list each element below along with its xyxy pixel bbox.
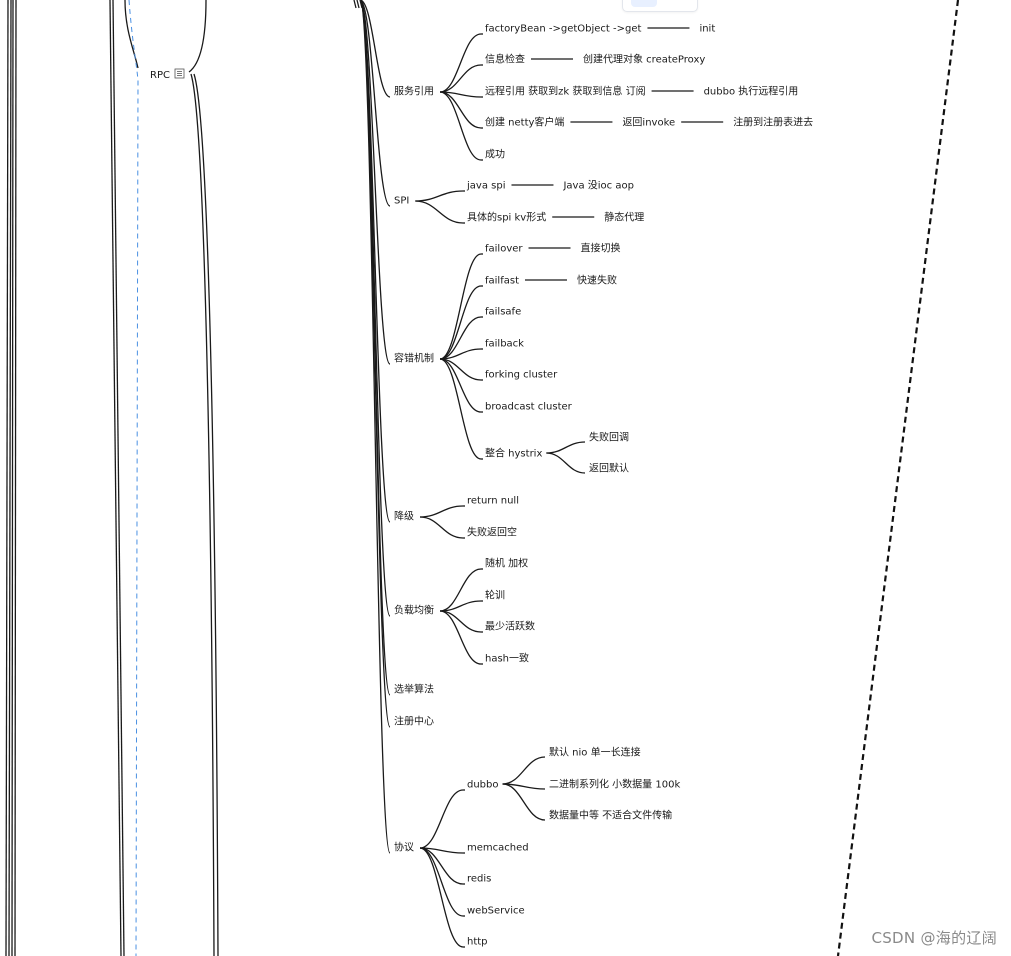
node-protocol-2[interactable]: redis [467,874,491,885]
chain-node-service-ref-0-0[interactable]: init [699,24,715,35]
branch-degrade[interactable]: 降级 [394,510,414,523]
trunk-edge-fault-tolerance [359,0,391,365]
edge-load-balance-1 [439,600,482,612]
edge-protocol-2 [419,847,464,885]
sub-node-fault-tolerance-6-0[interactable]: 失败回调 [589,431,629,444]
node-fault-tolerance-5[interactable]: broadcast cluster [485,402,573,413]
branch-load-balance[interactable]: 负载均衡 [394,604,434,617]
chain-node-spi-1-0[interactable]: 静态代理 [604,211,644,224]
node-spi-0[interactable]: java spi [466,181,505,192]
node-fault-tolerance-4[interactable]: forking cluster [485,370,558,381]
edge-service-ref-1 [439,64,482,93]
edge-load-balance-2 [439,610,482,633]
share-icon: ⚬ [639,0,647,1]
edge-service-ref-0 [439,33,482,93]
edge-fault-tolerance-5 [439,358,482,413]
csdn-watermark: CSDN @海的辽阔 [871,929,997,947]
node-service-ref-1[interactable]: 信息检查 [485,53,525,66]
edge-protocol-4 [419,847,464,948]
edge-degrade-1 [419,516,464,539]
rpc-node-label[interactable]: RPC [150,70,170,81]
edge-fault-tolerance-0 [439,253,482,360]
branch-edges [359,0,391,854]
sub-edge-fault-tolerance-6-0 [546,441,586,454]
node-load-balance-1[interactable]: 轮训 [485,589,505,602]
node-service-ref-3[interactable]: 创建 netty客户端 [485,116,564,129]
edge-load-balance-3 [439,610,482,665]
node-degrade-0[interactable]: return null [467,496,519,507]
edge-protocol-0 [419,789,464,849]
edge-load-balance-0 [439,568,482,612]
node-service-ref-2[interactable]: 远程引用 获取到zk 获取到信息 订阅 [485,85,646,98]
chain-node-service-ref-3-1[interactable]: 注册到注册表进去 [733,116,813,129]
chain-node-fault-tolerance-1-0[interactable]: 快速失败 [577,274,617,287]
dashed-guide-line [128,0,139,956]
branch-service-ref[interactable]: 服务引用 [394,85,434,98]
chain-node-service-ref-2-0[interactable]: dubbo 执行远程引用 [704,85,799,98]
sub-node-protocol-0-1[interactable]: 二进制系列化 小数据量 100k [549,778,680,791]
rpc-connectors [188,0,219,956]
node-service-ref-0[interactable]: factoryBean ->getObject ->get [485,24,642,35]
node-protocol-4[interactable]: http [467,937,488,948]
node-load-balance-0[interactable]: 随机 加权 [485,557,528,570]
branch-protocol[interactable]: 协议 [394,841,414,854]
node-fault-tolerance-3[interactable]: failback [485,339,524,350]
sub-edge-fault-tolerance-6-1 [546,452,586,474]
branch-registry[interactable]: 注册中心 [394,715,434,728]
node-spi-1[interactable]: 具体的spi kv形式 [467,211,546,224]
chain-node-fault-tolerance-0-0[interactable]: 直接切换 [581,242,621,255]
edge-fault-tolerance-2 [439,316,482,360]
chain-node-spi-0-0[interactable]: Java 没ioc aop [562,180,633,192]
node-service-ref-4[interactable]: 成功 [485,149,505,161]
branch-fault-tolerance[interactable]: 容错机制 [394,352,434,365]
sub-node-protocol-0-0[interactable]: 默认 nio 单一长连接 [549,746,641,759]
node-degrade-1[interactable]: 失败返回空 [467,526,517,539]
edge-service-ref-3 [439,91,482,129]
trunk-edge-spi [359,0,391,207]
branch-spi[interactable]: SPI [394,196,409,207]
edge-service-ref-4 [439,91,482,161]
node-load-balance-2[interactable]: 最少活跃数 [485,620,535,633]
edge-fault-tolerance-1 [439,285,482,360]
node-fault-tolerance-0[interactable]: failover [485,244,523,255]
dashed-boundary-line [836,0,960,956]
node-fault-tolerance-6[interactable]: 整合 hystrix [485,447,542,460]
node-labels: 服务引用 factoryBean ->getObject ->get init 信息检… [394,24,813,948]
floating-toolbar: ⚬ ≡ [622,0,698,12]
edge-spi-0 [415,190,464,202]
node-fault-tolerance-1[interactable]: failfast [485,276,519,287]
node-protocol-0[interactable]: dubbo [467,780,499,791]
sub-edge-protocol-0-0 [502,756,546,785]
edge-spi-1 [415,200,464,224]
branch-election[interactable]: 选举算法 [394,683,434,696]
edge-degrade-0 [419,505,464,518]
chain-node-service-ref-1-0[interactable]: 创建代理对象 createProxy [583,53,705,66]
node-protocol-1[interactable]: memcached [467,843,529,854]
sub-node-protocol-0-2[interactable]: 数据量中等 不适合文件传输 [549,809,672,822]
trunk-edge-service-ref [359,0,391,98]
sub-edge-protocol-0-2 [502,783,546,821]
node-edges [415,27,724,948]
share-icon-button[interactable]: ⚬ [631,0,657,7]
chain-node-service-ref-3-0[interactable]: 返回invoke [622,117,675,129]
edge-fault-tolerance-6 [439,358,482,460]
node-fault-tolerance-2[interactable]: failsafe [485,307,521,318]
left-trunk-lines [5,0,139,956]
sub-edge-protocol-0-1 [502,783,546,790]
sub-node-fault-tolerance-6-1[interactable]: 返回默认 [589,462,629,475]
node-load-balance-3[interactable]: hash一致 [485,652,529,665]
edge-fault-tolerance-3 [439,348,482,360]
node-protocol-3[interactable]: webService [467,906,525,917]
note-icon[interactable] [174,68,185,79]
trunk-edge-protocol [359,0,391,854]
